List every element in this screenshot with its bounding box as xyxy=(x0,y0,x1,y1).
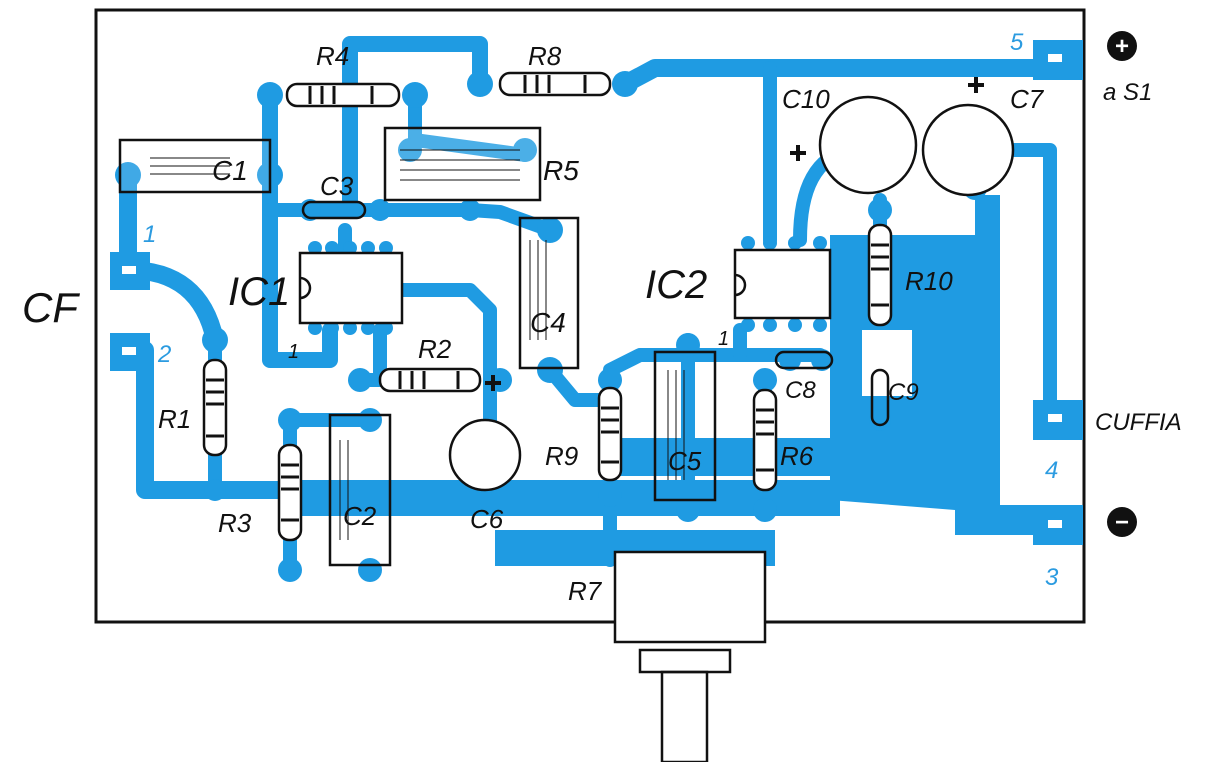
label-ic1: IC1 xyxy=(228,270,290,314)
label-c3: C3 xyxy=(320,171,354,201)
label-r9: R9 xyxy=(545,441,578,471)
minus-symbol: − xyxy=(1115,509,1129,536)
plus-terminal-symbol: + xyxy=(1107,31,1137,61)
pad-number-2: 2 xyxy=(157,341,171,368)
r9-body xyxy=(597,386,623,482)
pin1-mark: 1 xyxy=(718,328,729,350)
label-r3: R3 xyxy=(218,508,252,538)
label-r2: R2 xyxy=(418,334,452,364)
label-r1: R1 xyxy=(158,404,191,434)
plus-symbol: + xyxy=(1115,33,1129,60)
capacitor-hatching xyxy=(150,149,685,540)
label-r10: R10 xyxy=(905,266,953,296)
r2-body xyxy=(378,367,482,393)
resistors xyxy=(202,71,893,542)
r4-body xyxy=(285,82,401,108)
pad-number-3: 3 xyxy=(1045,564,1059,591)
label-ic2: IC2 xyxy=(645,263,707,307)
headphone-label: CUFFIA xyxy=(1095,409,1182,436)
pad-number-4: 4 xyxy=(1045,457,1058,484)
label-c10: C10 xyxy=(782,84,830,114)
r8-body xyxy=(498,71,612,97)
label-r6: R6 xyxy=(780,441,814,471)
pad-holes xyxy=(122,54,1062,528)
label-r5: R5 xyxy=(543,155,579,186)
pin1-labels: 11 xyxy=(288,328,729,363)
minus-terminal-symbol: − xyxy=(1107,507,1137,537)
supply-switch-label: a S1 xyxy=(1103,79,1152,106)
label-r4: R4 xyxy=(316,41,349,71)
label-c8: C8 xyxy=(785,377,816,404)
label-c4: C4 xyxy=(530,307,566,338)
label-r8: R8 xyxy=(528,41,562,71)
pad-number-5: 5 xyxy=(1010,29,1024,56)
label-c2: C2 xyxy=(343,501,377,531)
cf-connector-label: CF xyxy=(22,284,80,331)
label-r7: R7 xyxy=(568,576,603,606)
label-c5: C5 xyxy=(668,446,702,476)
r1-body xyxy=(202,358,228,457)
polarity-marks xyxy=(485,77,984,391)
resistor-bands xyxy=(206,75,889,522)
r6-body xyxy=(752,388,778,492)
pad-number-labels: 1 2 3 4 5 xyxy=(143,29,1059,591)
label-c7: C7 xyxy=(1010,84,1045,114)
component-bodies xyxy=(118,95,1015,764)
pin1-mark: 1 xyxy=(288,341,299,363)
label-c6: C6 xyxy=(470,504,504,534)
label-c1: C1 xyxy=(212,155,248,186)
r3-body xyxy=(277,443,303,542)
label-c9: C9 xyxy=(888,379,919,406)
ic-notches xyxy=(299,273,747,300)
pad-number-1: 1 xyxy=(143,221,156,248)
r10-body xyxy=(867,223,893,327)
